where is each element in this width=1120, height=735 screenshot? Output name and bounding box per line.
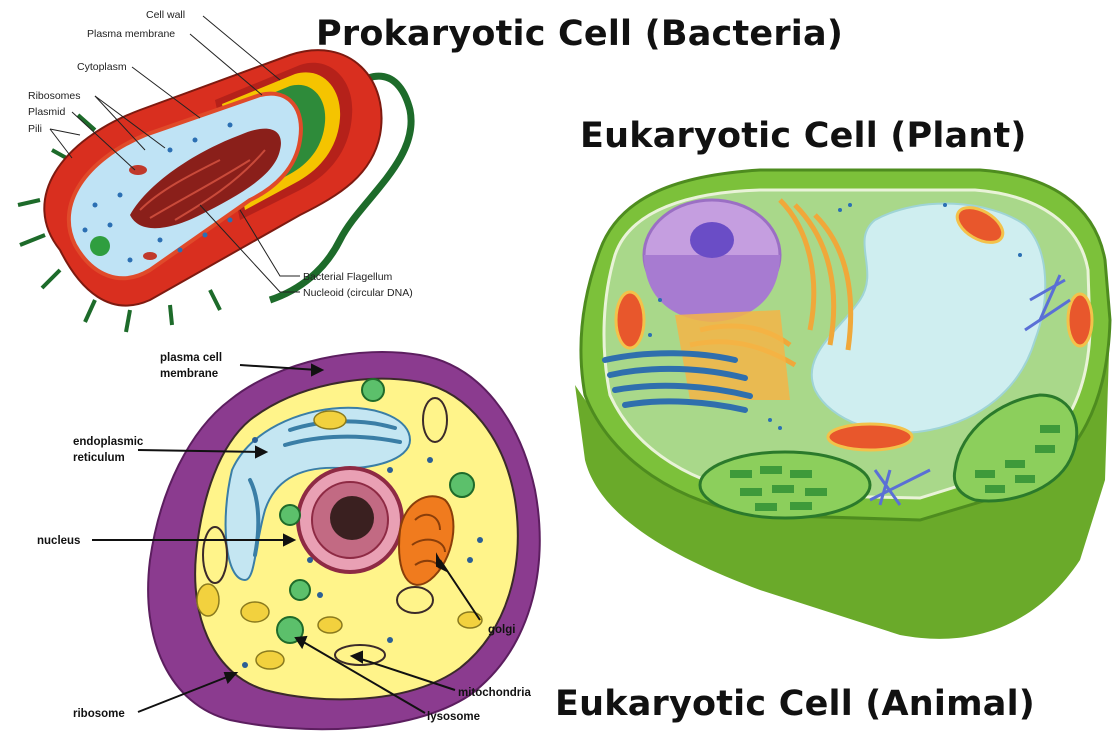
label-pili: Pili (28, 123, 42, 135)
animal-cell-diagram: plasma cell membrane endoplasmic reticul… (37, 352, 540, 729)
label-lysosome: lysosome (427, 711, 480, 723)
label-ribosome: ribosome (73, 708, 125, 720)
label-golgi: golgi (488, 624, 515, 636)
label-cytoplasm: Cytoplasm (77, 61, 127, 73)
label-plasmid: Plasmid (28, 106, 66, 118)
label-mitochondria: mitochondria (458, 687, 531, 699)
label-plasma-cell: plasma cell (160, 352, 222, 364)
chloroplast-bottom-left (700, 452, 870, 518)
granule (90, 236, 110, 256)
label-nucleoid: Nucleoid (circular DNA) (303, 287, 413, 299)
label-endoplasmic: endoplasmic (73, 436, 144, 448)
plant-nucleolus (690, 222, 734, 258)
label-flagellum: Bacterial Flagellum (303, 271, 393, 283)
label-membrane: membrane (160, 368, 218, 380)
label-ribosomes: Ribosomes (28, 90, 81, 102)
plant-cell-diagram (575, 170, 1110, 639)
bacteria-diagram: Cell wall Plasma membrane Cytoplasm Ribo… (18, 9, 413, 332)
animal-nucleolus (330, 496, 374, 540)
label-nucleus: nucleus (37, 535, 80, 547)
label-cell-wall: Cell wall (146, 9, 185, 21)
label-plasma-membrane: Plasma membrane (87, 28, 175, 40)
label-reticulum: reticulum (73, 452, 125, 464)
